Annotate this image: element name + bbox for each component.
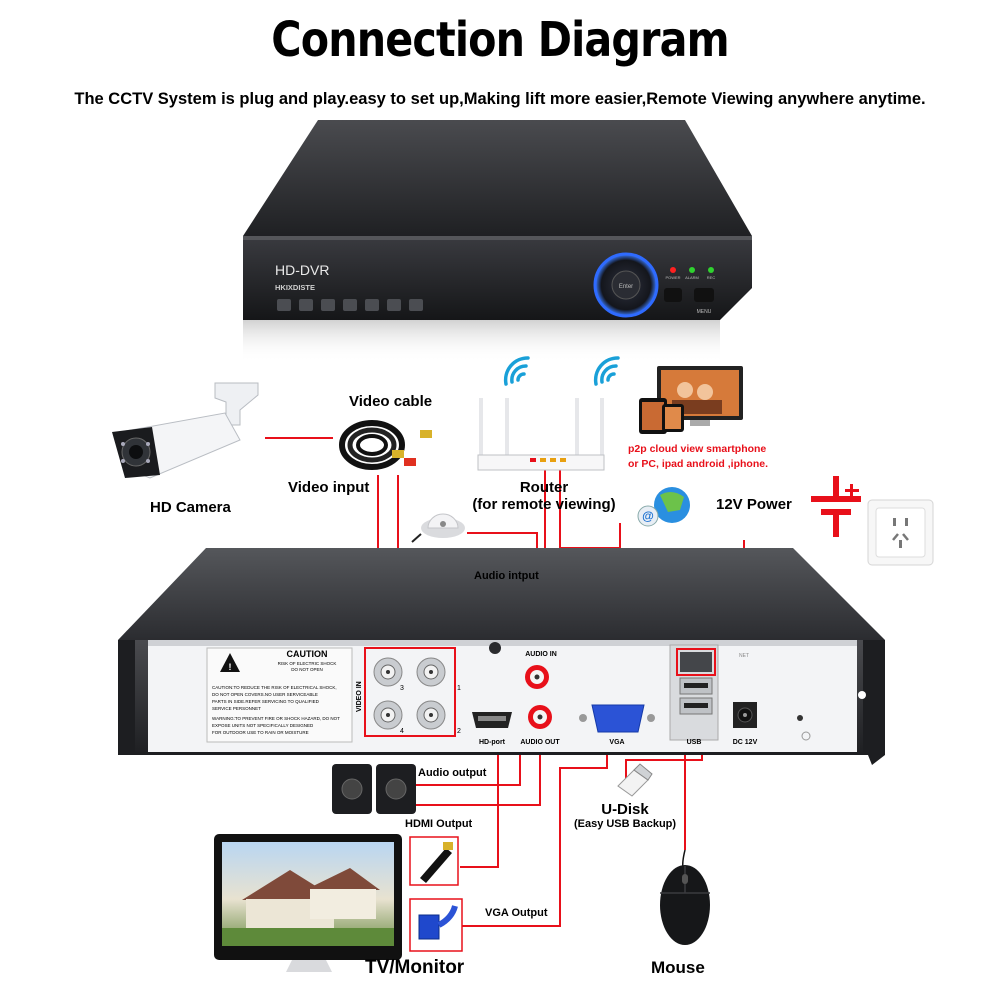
caution-label: ! CAUTION RISK OF ELECTRIC SHOCK DO NOT … bbox=[206, 647, 353, 743]
p2p-label: p2p cloud view smartphone or PC, ipad an… bbox=[628, 442, 768, 472]
audio-in-label: AUDIO IN bbox=[525, 651, 557, 658]
port-number-2: 2 bbox=[457, 728, 461, 735]
page-title: Connection Diagram bbox=[271, 12, 729, 68]
alarm-led-label: ALARM bbox=[685, 275, 699, 280]
page-subtitle: The CCTV System is plug and play.easy to… bbox=[74, 90, 926, 108]
router-note: (for remote viewing) bbox=[472, 496, 616, 513]
hdmi-output-label: HDMI Output bbox=[405, 818, 473, 830]
vga-output-label: VGA Output bbox=[485, 907, 548, 919]
rec-led-label: REC bbox=[707, 275, 716, 280]
p2p-line-2: or PC, ipad android ,iphone. bbox=[628, 458, 769, 470]
caution-text-4: SERVICE PERSONNET bbox=[212, 706, 261, 711]
caution-text-7: FOR OUTDOOR USE TO RAIN OR MOISTURE bbox=[212, 730, 309, 735]
port-number-1: 1 bbox=[457, 685, 461, 692]
bnc-port-4 bbox=[373, 700, 403, 730]
power-label: 12V Power bbox=[716, 496, 792, 513]
front-button-left bbox=[664, 288, 682, 302]
vga-port: VGA bbox=[579, 704, 655, 746]
caution-text-6: EXPOSE UNITS NOT SPECIFICALLY DESIGNED bbox=[212, 723, 314, 728]
microphone-icon bbox=[411, 513, 465, 543]
vga-port-label: VGA bbox=[609, 739, 624, 746]
bnc-port-2 bbox=[416, 700, 446, 730]
caution-subtitle-1: RISK OF ELECTRIC SHOCK bbox=[278, 661, 337, 666]
caution-text-5: WARNING:TO PREVENT FIRE OR SHOCK HAZARD,… bbox=[212, 716, 340, 721]
internet-globe-icon: @ bbox=[637, 487, 690, 527]
speakers-icon bbox=[332, 764, 416, 814]
audio-out-label: AUDIO OUT bbox=[520, 739, 560, 746]
remote-devices-icon bbox=[639, 366, 743, 434]
video-cable-label: Video cable bbox=[349, 393, 433, 410]
bnc-port-1 bbox=[416, 657, 446, 687]
port-number-4: 4 bbox=[400, 728, 404, 735]
net-port-label: NET bbox=[739, 653, 749, 659]
alarm-led bbox=[689, 267, 695, 273]
router-title: Router bbox=[519, 479, 569, 496]
usb-port-label: USB bbox=[687, 739, 702, 746]
wall-outlet-icon bbox=[867, 499, 934, 566]
hdmi-cable-icon bbox=[409, 836, 459, 886]
audio-in-port: AUDIO IN bbox=[525, 651, 557, 689]
audio-out-port: AUDIO OUT bbox=[520, 705, 560, 746]
router-label: Router (for remote viewing) bbox=[464, 479, 624, 513]
tv-monitor-label: TV/Monitor bbox=[365, 957, 465, 978]
audio-input-label: Audio intput bbox=[474, 570, 539, 582]
caution-text-2: DO NOT OPEN COVERS.NO USER SERVICEABLE bbox=[212, 692, 318, 697]
dc-port-label: DC 12V bbox=[733, 739, 758, 746]
video-cable-icon bbox=[339, 420, 432, 470]
audio-output-wire-2 bbox=[390, 738, 541, 806]
hdmi-port-label: HD-port bbox=[479, 739, 506, 746]
hdmi-output-wire bbox=[460, 742, 499, 868]
power-led-label: POWER bbox=[665, 275, 680, 280]
vga-cable-icon bbox=[409, 898, 463, 952]
video-input-label: Video input bbox=[288, 479, 370, 496]
caution-text-1: CAUTION:TO REDUCE THE RISK OF ELECTRICAL… bbox=[212, 685, 337, 690]
hdmi-port: HD-port bbox=[472, 712, 512, 746]
router-icon bbox=[477, 398, 605, 471]
udisk-label: U-Disk (Easy USB Backup) bbox=[572, 801, 678, 830]
hd-camera bbox=[112, 382, 259, 479]
vga-output-wire bbox=[460, 738, 608, 927]
rec-led bbox=[708, 267, 714, 273]
caution-subtitle-2: DO NOT OPEN bbox=[291, 667, 322, 672]
p2p-line-1: p2p cloud view smartphone bbox=[628, 443, 767, 455]
dc-power-port: DC 12V bbox=[733, 702, 811, 746]
mouse-icon bbox=[660, 849, 710, 945]
dvr-front-unit: HD-DVR HKIXDISTE Enter POWER ALARM REC M… bbox=[243, 120, 752, 362]
hd-camera-label: HD Camera bbox=[150, 499, 231, 516]
mouse-label: Mouse bbox=[651, 958, 705, 977]
tv-monitor-icon bbox=[214, 834, 402, 972]
wifi-icon-right bbox=[593, 356, 620, 386]
video-in-label: VIDEO IN bbox=[356, 681, 363, 712]
usb-disk-icon bbox=[617, 763, 653, 797]
menu-button-label: MENU bbox=[697, 309, 712, 315]
audio-output-label: Audio output bbox=[418, 767, 487, 779]
svg-text:!: ! bbox=[229, 662, 232, 672]
dvr-front-buttons bbox=[277, 299, 423, 311]
menu-button bbox=[694, 288, 714, 302]
dvr-brand-label: HKIXDISTE bbox=[275, 283, 315, 292]
bnc-port-3 bbox=[373, 657, 403, 687]
caution-text-3: PARTS IN SIDE.REFER SERVICING TO QUALIFI… bbox=[212, 699, 320, 704]
svg-text:@: @ bbox=[642, 509, 654, 523]
power-dc-icon bbox=[811, 476, 861, 537]
dvr-model-label: HD-DVR bbox=[275, 262, 329, 278]
nav-enter-label: Enter bbox=[619, 284, 633, 290]
udisk-note: (Easy USB Backup) bbox=[573, 818, 677, 830]
net-usb-ports: USB NET bbox=[669, 644, 749, 746]
video-in-ports: 1 2 3 4 VIDEO IN bbox=[356, 647, 461, 737]
dvr-reflection bbox=[243, 320, 720, 362]
nav-dial: Enter bbox=[593, 252, 659, 318]
power-led bbox=[670, 267, 676, 273]
port-number-3: 3 bbox=[400, 685, 404, 692]
udisk-title: U-Disk bbox=[601, 801, 649, 818]
caution-title: CAUTION bbox=[287, 649, 328, 659]
wifi-icon-left bbox=[503, 356, 530, 386]
